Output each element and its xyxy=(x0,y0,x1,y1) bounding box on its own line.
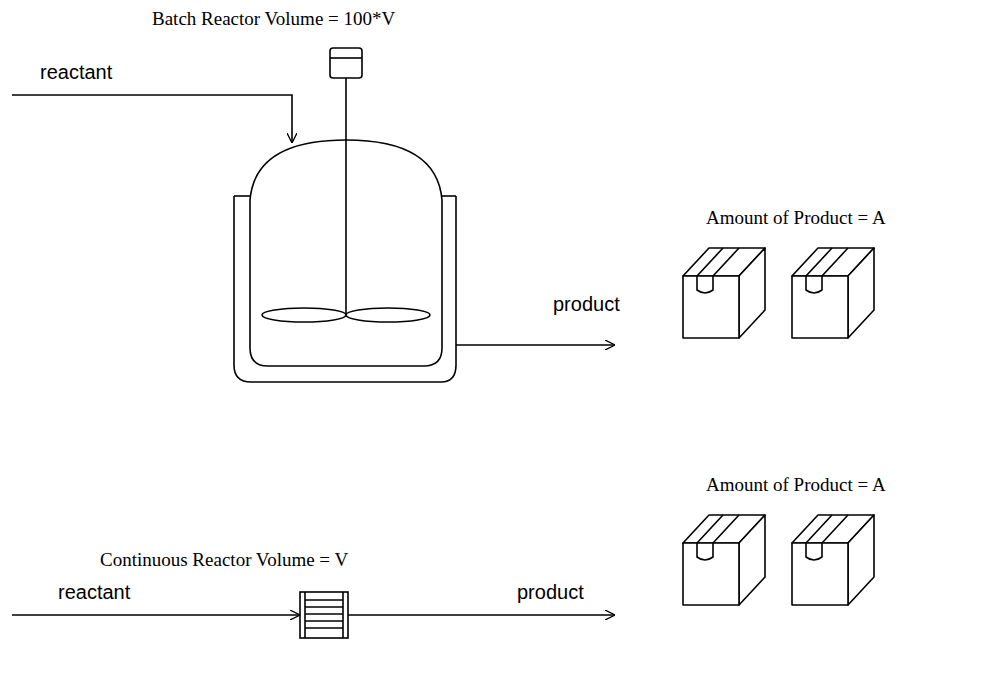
amount-label: Amount of Product = A xyxy=(706,474,886,497)
stream-label: product xyxy=(553,292,620,316)
stream-label: reactant xyxy=(40,60,112,84)
reactor-title: Continuous Reactor Volume = V xyxy=(100,549,348,572)
batch-reactor xyxy=(12,48,615,382)
product-cartons xyxy=(683,248,874,605)
amount-label: Amount of Product = A xyxy=(706,207,886,230)
stream-label: reactant xyxy=(58,580,130,604)
reactor-title: Batch Reactor Volume = 100*V xyxy=(152,8,395,31)
stream-label: product xyxy=(517,580,584,604)
